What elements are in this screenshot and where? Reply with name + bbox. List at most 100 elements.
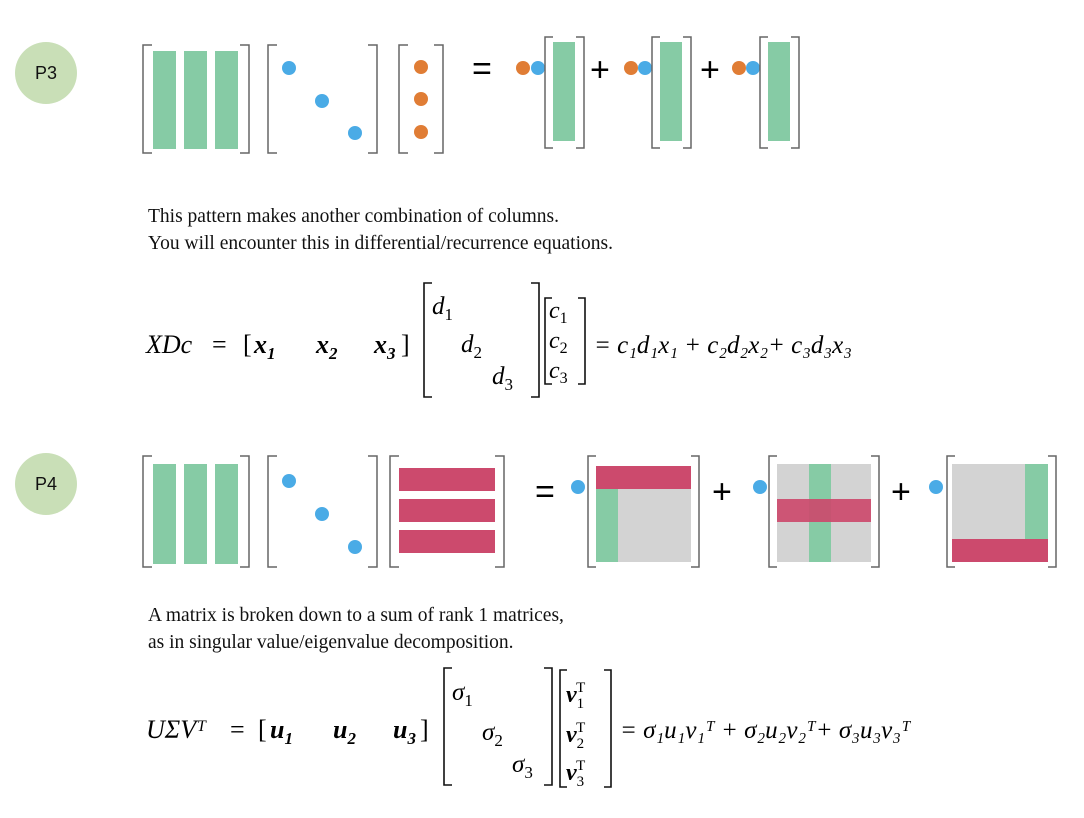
p3-term-1-orange-dot (516, 61, 530, 75)
p4-term-2-blue-dot (753, 480, 767, 494)
p3-formula-d-3: d3 (492, 363, 513, 394)
p3-formula-diag: d1 d2 d3 (432, 293, 513, 394)
p3-term-2 (624, 36, 692, 149)
p4-vt-row-2 (399, 499, 495, 522)
p3-formula-vec-left-bracket (544, 297, 552, 385)
p4-formula-open-bracket: [ (258, 715, 267, 744)
p4-sigma-matrix (267, 455, 378, 568)
p4-u-matrix (142, 455, 250, 568)
p4-u-column-3 (215, 464, 238, 564)
p4-description: A matrix is broken down to a sum of rank… (148, 602, 564, 656)
p3-term-1 (516, 36, 585, 149)
p4-diag-dot-3 (348, 540, 362, 554)
p3-plus-sign-1: + (590, 51, 610, 89)
p4-term-1-green-column (596, 466, 618, 562)
p3-formula-vec: c1 c2 c3 (549, 298, 568, 387)
p4-formula-lhs: UΣVᵀ (146, 715, 207, 744)
p4-equals-sign: = (535, 473, 555, 511)
p4-term-2 (753, 455, 880, 568)
p3-formula-open-bracket: [ (243, 330, 252, 359)
p3-description: This pattern makes another combination o… (148, 203, 613, 257)
p3-term-2-orange-dot (624, 61, 638, 75)
p3-formula-col-3: x3 (373, 330, 396, 363)
p3-plus-sign-2: + (700, 51, 720, 89)
p3-description-line-1: This pattern makes another combination o… (148, 206, 560, 227)
p3-term-1-blue-dot (531, 61, 545, 75)
p4-vt-row-1 (399, 468, 495, 491)
p3-formula-diag-left-bracket (423, 282, 432, 398)
p3-term-1-column (553, 42, 575, 141)
p4-badge-label: P4 (34, 473, 58, 494)
p4-formula-sigma-3: σ3 (512, 751, 533, 782)
p4-term-3 (929, 455, 1057, 568)
p3-diag-dot-3 (348, 126, 362, 140)
p4-formula-vec: v1T v2T v3T (566, 680, 585, 790)
p4-description-line-2: as in singular value/eigenvalue decompos… (148, 632, 514, 653)
p4-formula-col-2: u2 (333, 715, 356, 748)
p4-term-2-pink-row (777, 499, 871, 522)
p3-formula-equals: = (212, 330, 227, 359)
p4-u-column-1 (153, 464, 176, 564)
p4-diag-dot-2 (315, 507, 329, 521)
p3-x-column-2 (184, 51, 207, 149)
p4-vt-row-3 (399, 530, 495, 553)
p3-formula-diag-right-bracket (531, 282, 540, 398)
p4-formula-columns: u1 u2 u3 (270, 715, 416, 748)
p4-formula-close-bracket: ] (420, 715, 429, 744)
p4-plus-sign-2: + (891, 473, 911, 511)
p4-plus-sign-1: + (712, 473, 732, 511)
p4-term-3-blue-dot (929, 480, 943, 494)
p3-diag-dot-2 (315, 94, 329, 108)
p3-formula-c-1: c1 (549, 298, 568, 327)
p4-formula-vec-right-bracket (604, 669, 612, 788)
p3-formula-rhs: = c₁d₁x₁ + c₂d₂x₂+ c₃d₃x₃ (594, 332, 852, 359)
p3-description-line-2: You will encounter this in differential/… (148, 233, 613, 254)
p4-formula-sigma-2: σ2 (482, 719, 503, 750)
p3-equals-sign: = (472, 50, 492, 88)
p4-formula-vec-left-bracket (559, 669, 567, 788)
p4-formula-sigma-1: σ1 (452, 679, 473, 710)
p3-formula-close-bracket: ] (401, 330, 410, 359)
p3-x-column-3 (215, 51, 238, 149)
p4-formula-rhs: = σ₁u₁v₁ᵀ + σ₂u₂v₂ᵀ+ σ₃u₃v₃ᵀ (620, 717, 912, 744)
p4-formula-diag-left-bracket (443, 667, 452, 786)
p3-formula-d-1: d1 (432, 293, 453, 324)
p4-formula-diag-right-bracket (544, 667, 553, 786)
p4-term-3-green-column (1025, 464, 1048, 562)
p4-formula-col-1: u1 (270, 715, 293, 748)
p4-diagram: = + + (142, 455, 1057, 568)
p3-formula-vec-right-bracket (578, 297, 586, 385)
p3-term-3-blue-dot (746, 61, 760, 75)
p3-badge-label: P3 (34, 62, 58, 83)
p4-formula-equals: = (230, 715, 245, 744)
p3-vec-dot-1 (414, 60, 428, 74)
p4-diag-dot-1 (282, 474, 296, 488)
p3-diag-dot-1 (282, 61, 296, 75)
p3-formula-c-3: c3 (549, 358, 568, 387)
p3-term-2-column (660, 42, 682, 141)
p3-formula: XDc = [ ] x1 x2 x3 d1 d2 d3 c1 c2 c3 = c… (145, 282, 852, 398)
p4-term-1-pink-row (596, 466, 691, 489)
p3-d-matrix (267, 44, 378, 154)
p3-badge: P3 (15, 42, 77, 104)
p4-formula-v-2: v2T (566, 720, 585, 752)
p3-diagram: = + + (142, 36, 800, 154)
p3-x-column-1 (153, 51, 176, 149)
p3-term-3-column (768, 42, 790, 141)
p4-description-line-1: A matrix is broken down to a sum of rank… (148, 605, 564, 626)
p3-formula-columns: x1 x2 x3 (253, 330, 396, 363)
p4-formula-v-3: v3T (566, 758, 585, 790)
p3-formula-col-1: x1 (253, 330, 276, 363)
p4-term-3-pink-row (952, 539, 1048, 562)
p3-formula-col-2: x2 (315, 330, 338, 363)
p3-formula-lhs: XDc (145, 330, 193, 359)
p3-vec-dot-2 (414, 92, 428, 106)
p3-term-2-blue-dot (638, 61, 652, 75)
p3-formula-c-2: c2 (549, 328, 568, 357)
p4-formula-v-1: v1T (566, 680, 585, 712)
p3-c-vector (398, 44, 444, 154)
p4-term-1-blue-dot (571, 480, 585, 494)
p3-term-3 (732, 36, 800, 149)
p4-vt-matrix (389, 455, 505, 568)
